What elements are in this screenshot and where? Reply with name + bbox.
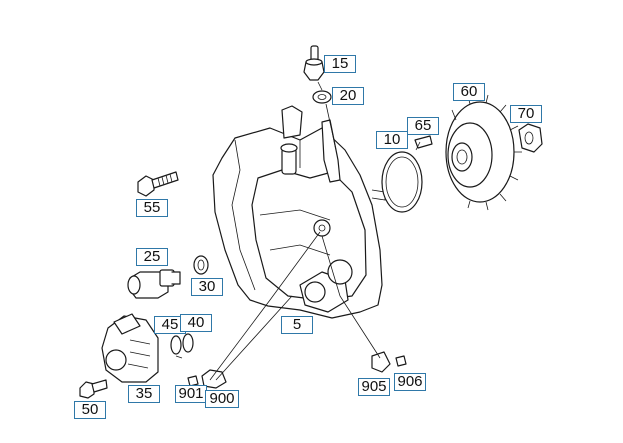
callout-905[interactable]: 905 xyxy=(358,378,390,396)
callout-60[interactable]: 60 xyxy=(453,83,485,101)
part-60-gear xyxy=(445,94,522,211)
part-65-key xyxy=(414,135,433,149)
part-905-906-plug xyxy=(371,351,407,373)
callout-50[interactable]: 50 xyxy=(74,401,106,419)
part-70-nut xyxy=(518,123,543,153)
callout-65[interactable]: 65 xyxy=(407,117,439,135)
callout-5[interactable]: 5 xyxy=(281,316,313,334)
callout-30[interactable]: 30 xyxy=(191,278,223,296)
part-50-bolt xyxy=(79,379,108,399)
callout-45[interactable]: 45 xyxy=(154,316,186,334)
callout-15[interactable]: 15 xyxy=(324,55,356,73)
pump-housing xyxy=(212,105,386,319)
part-900-901-plug xyxy=(187,369,227,389)
callout-55[interactable]: 55 xyxy=(136,199,168,217)
part-40-45-orings xyxy=(170,333,194,355)
callout-25[interactable]: 25 xyxy=(136,248,168,266)
part-15-fitting xyxy=(303,45,325,81)
part-20-washer xyxy=(312,90,332,104)
callout-20[interactable]: 20 xyxy=(332,87,364,105)
part-10-gasket xyxy=(381,151,423,213)
callout-906[interactable]: 906 xyxy=(394,373,426,391)
callout-900[interactable]: 900 xyxy=(205,390,239,408)
part-30-seal xyxy=(193,255,209,275)
callout-70[interactable]: 70 xyxy=(510,105,542,123)
part-55-bolt xyxy=(137,171,179,197)
callout-40[interactable]: 40 xyxy=(180,314,212,332)
callout-35[interactable]: 35 xyxy=(128,385,160,403)
leader-lines xyxy=(175,81,421,381)
callout-901[interactable]: 901 xyxy=(175,385,207,403)
part-25-sensor xyxy=(127,269,181,299)
callout-10[interactable]: 10 xyxy=(376,131,408,149)
part-35-valve xyxy=(101,313,159,383)
